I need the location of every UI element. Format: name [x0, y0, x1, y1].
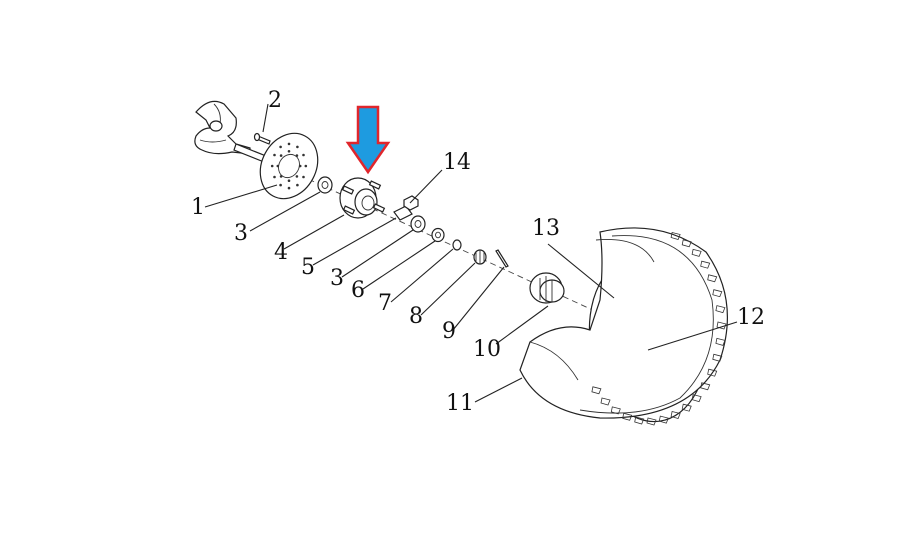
disc-hole — [304, 164, 308, 168]
callout-6: 6 — [351, 278, 365, 303]
callout-9: 9 — [442, 319, 456, 344]
tread-block — [716, 321, 727, 330]
wheel-hub — [339, 177, 386, 219]
spacer-left — [317, 176, 333, 194]
callout-14: 14 — [443, 150, 471, 175]
disc-hole — [296, 145, 299, 149]
disc-hole — [295, 154, 299, 157]
steering-knuckle — [194, 100, 267, 163]
tread-block — [681, 239, 692, 248]
disc-hole — [302, 175, 305, 179]
disc-hole — [296, 183, 299, 187]
tread-block — [707, 274, 718, 283]
cotter-pin — [495, 249, 509, 268]
disc-hole — [279, 145, 282, 149]
callout-3-right: 3 — [330, 266, 344, 291]
disc-hole — [270, 164, 274, 168]
tread-block — [670, 232, 681, 240]
spacer-right — [410, 215, 426, 233]
callout-8: 8 — [409, 304, 423, 329]
disc-hole — [287, 186, 291, 190]
disc-hole — [276, 164, 280, 168]
callout-11: 11 — [446, 391, 474, 416]
disc-hole — [298, 164, 302, 168]
disc-hole — [273, 175, 276, 179]
disc-hole — [295, 175, 299, 178]
callout-1: 1 — [191, 195, 205, 220]
disc-hole — [287, 142, 291, 146]
highlight-arrow — [345, 105, 391, 175]
tread-block — [610, 406, 621, 415]
tire — [519, 227, 729, 426]
tread-block — [707, 368, 718, 377]
tread-block — [681, 403, 692, 412]
callout-13: 13 — [532, 216, 560, 241]
disc-hole — [279, 175, 283, 178]
tread-block — [715, 337, 726, 346]
small-washer — [452, 239, 462, 251]
disc-hole — [287, 179, 291, 182]
castle-nut — [473, 249, 487, 265]
disc-hole — [287, 150, 291, 153]
tread-block — [658, 415, 669, 424]
tire-tread — [591, 232, 727, 426]
tread-block — [622, 412, 633, 421]
callout-4: 4 — [274, 240, 288, 265]
tread-block — [712, 353, 723, 362]
tread-block — [691, 394, 702, 403]
tread-block — [712, 289, 723, 298]
tread-block — [700, 260, 711, 269]
tread-block — [600, 397, 611, 406]
disc-hole — [279, 154, 283, 157]
tread-block — [646, 417, 657, 426]
callout-10: 10 — [473, 337, 501, 362]
tread-block — [691, 248, 702, 257]
disc-hole — [302, 153, 305, 157]
tread-block — [591, 386, 602, 395]
callout-3-left: 3 — [234, 221, 248, 246]
callout-5: 5 — [301, 255, 315, 280]
callout-7: 7 — [378, 291, 392, 316]
tread-block — [670, 411, 681, 419]
hub-sleeve — [393, 205, 413, 221]
tread-block — [715, 305, 726, 314]
brake-disc-bolt — [253, 132, 271, 145]
disc-hole — [279, 183, 282, 187]
callout-labels: 1 2 3 4 5 3 6 7 8 9 10 11 12 13 14 — [191, 88, 765, 416]
disc-hole — [273, 153, 276, 157]
tread-block — [634, 416, 645, 425]
tread-block — [700, 382, 711, 391]
leader-lines — [204, 103, 738, 403]
lug-nut — [403, 195, 419, 211]
callout-2: 2 — [268, 88, 282, 113]
dust-cap — [529, 272, 565, 304]
callout-12: 12 — [737, 305, 765, 330]
disc-holes — [270, 142, 308, 190]
brake-disc — [259, 132, 319, 200]
washer — [431, 227, 445, 243]
